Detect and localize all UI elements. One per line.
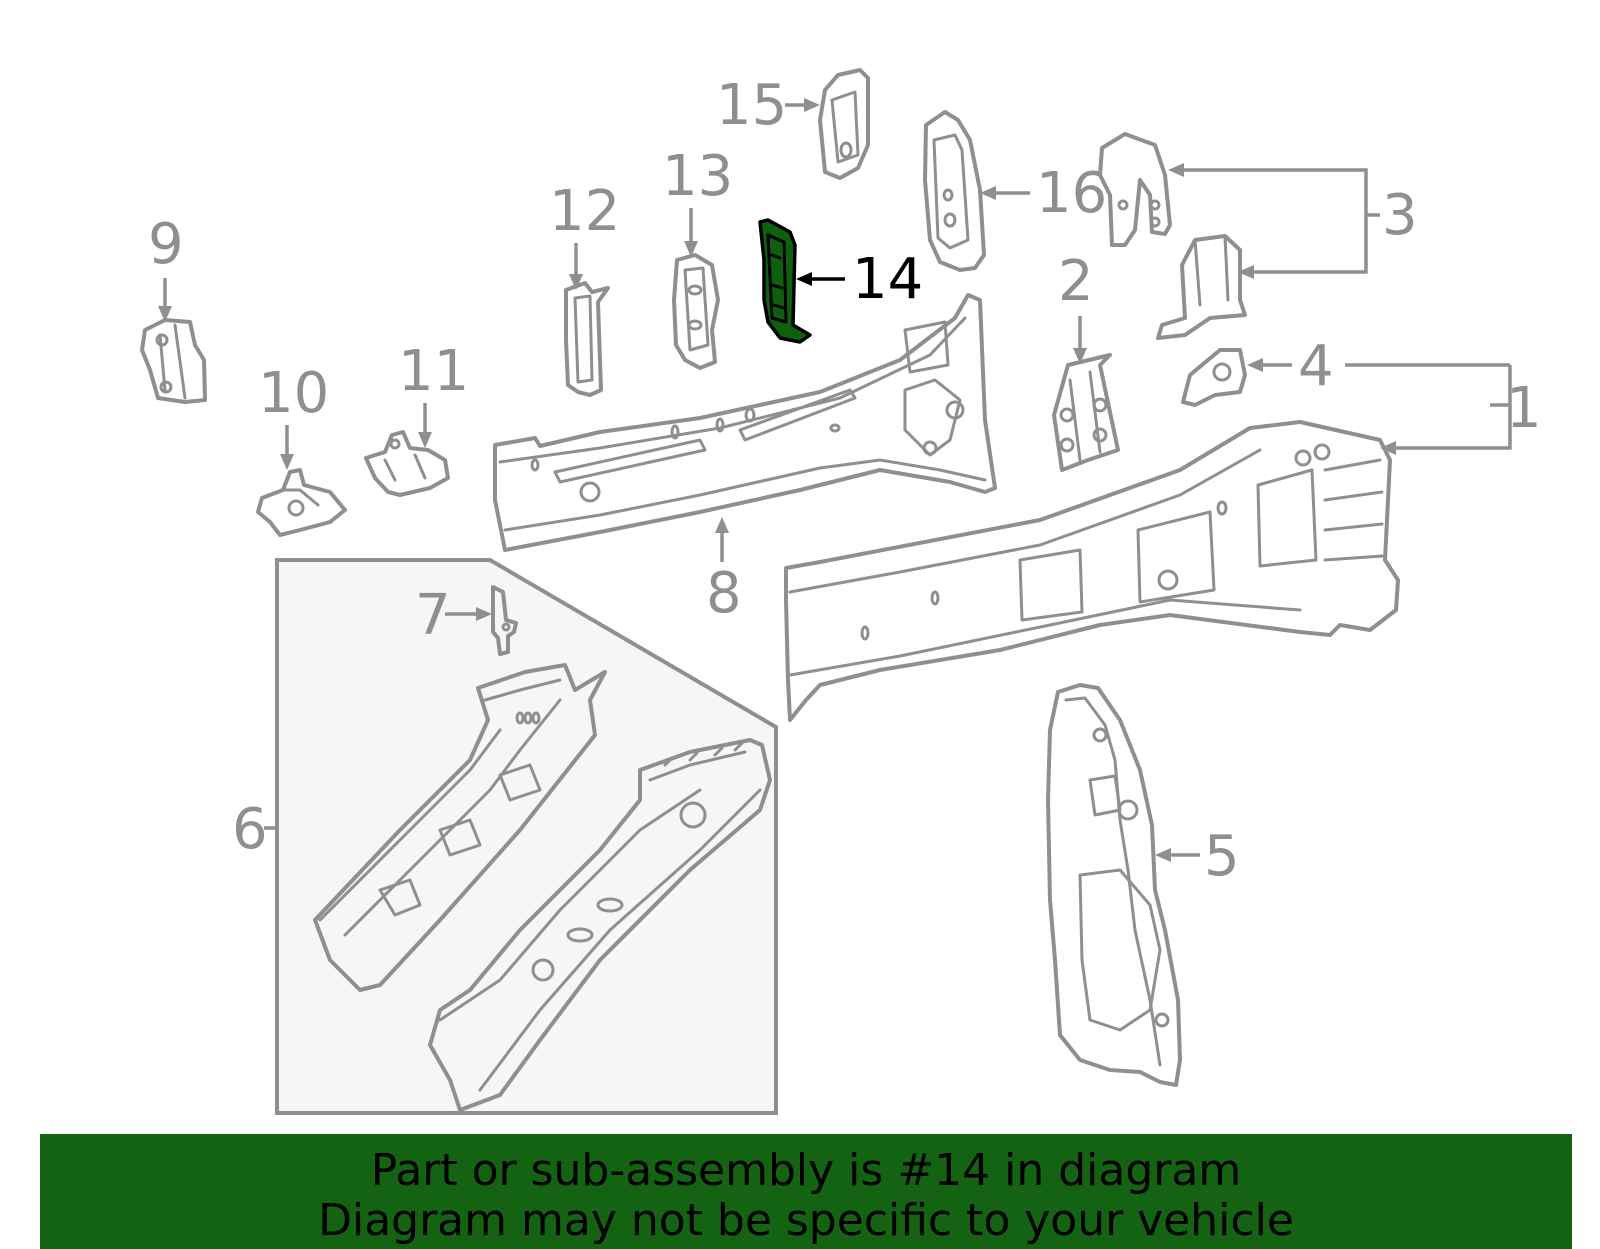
arrow-11 [418,432,432,448]
part-10-mount[interactable] [256,468,347,537]
callout-13[interactable]: 13 [662,144,733,209]
callout-10[interactable]: 10 [258,361,329,426]
leader-1 [1390,365,1512,450]
callout-15[interactable]: 15 [716,73,787,138]
part-7-bracket[interactable] [491,585,518,656]
callout-16[interactable]: 16 [1036,161,1107,226]
part-6-inner-rails[interactable] [313,663,772,1112]
part-9-bracket[interactable] [140,318,207,404]
arrow-12 [569,274,583,290]
inset-box-part-6 [275,558,778,1115]
callout-5[interactable]: 5 [1204,824,1240,889]
arrow-3a [1168,163,1184,177]
part-3-brackets[interactable] [1098,132,1247,340]
callout-2[interactable]: 2 [1058,249,1094,314]
arrow-10 [280,454,294,470]
arrow-9 [158,306,172,322]
banner-line-1: Part or sub-assembly is #14 in diagram [370,1145,1242,1196]
arrow-14 [796,272,812,286]
part-15-plate[interactable] [818,68,870,180]
arrow-15 [804,98,820,112]
callout-1[interactable]: 1 [1506,376,1542,441]
part-8-rail[interactable] [493,293,997,552]
arrow-1 [1380,441,1396,455]
arrow-16 [980,186,996,200]
callout-9[interactable]: 9 [148,212,184,277]
part-5-pillar[interactable] [1046,683,1182,1087]
callout-12[interactable]: 12 [549,179,620,244]
part-11-mount[interactable] [364,430,450,497]
callout-6[interactable]: 6 [232,797,268,862]
arrow-13 [684,241,698,257]
callout-11[interactable]: 11 [398,339,469,404]
part-14-reinforcement[interactable] [758,218,812,344]
part-1-rail[interactable] [784,420,1400,722]
callout-14[interactable]: 14 [852,247,923,312]
arrow-4 [1247,358,1263,372]
part-16-plate[interactable] [923,110,986,272]
part-4-bracket[interactable] [1181,348,1247,407]
callout-8[interactable]: 8 [706,561,742,626]
arrow-2 [1073,348,1087,364]
callout-4[interactable]: 4 [1298,334,1334,399]
arrow-5 [1155,848,1171,862]
arrow-3b [1238,265,1254,279]
banner-line-2: Diagram may not be specific to your vehi… [318,1195,1294,1246]
leader-3 [1175,168,1380,274]
arrow-8 [715,517,729,533]
part-2-bracket[interactable] [1052,353,1120,472]
notice-banner: Part or sub-assembly is #14 in diagram D… [40,1134,1572,1249]
part-12-reinforcement[interactable] [564,281,610,397]
callout-3[interactable]: 3 [1382,183,1418,248]
callout-7[interactable]: 7 [415,583,451,648]
arrow-7 [476,607,492,621]
part-13-reinforcement[interactable] [672,253,720,370]
